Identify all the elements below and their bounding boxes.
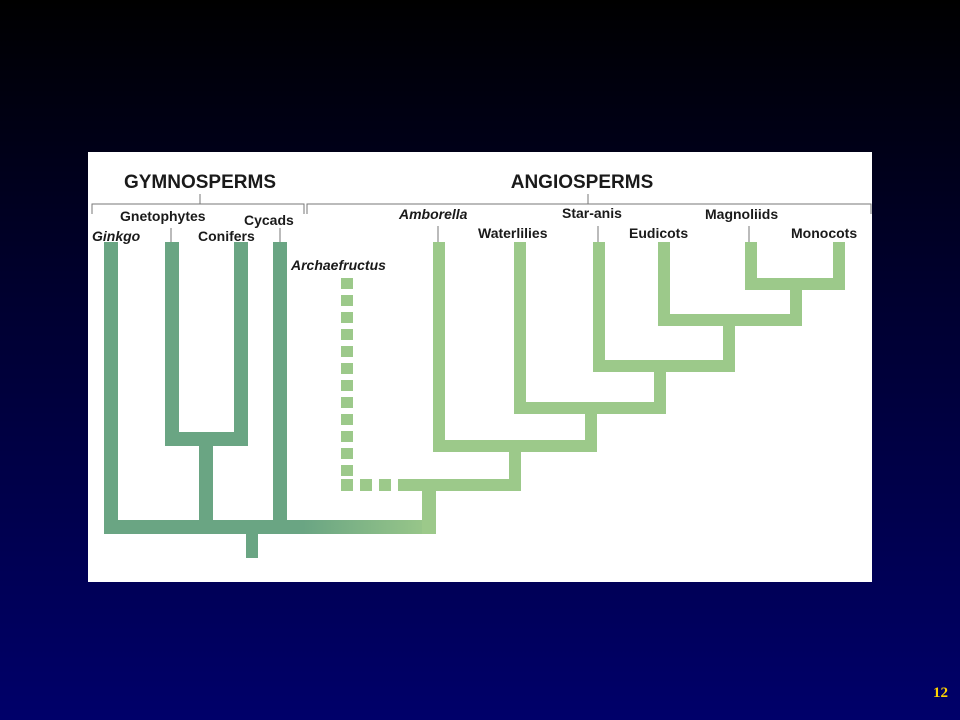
branch-waterlilies — [514, 242, 526, 414]
branch-angio-join — [410, 479, 521, 491]
branch-cycads — [273, 242, 287, 534]
branch-eudicots — [658, 242, 670, 326]
branch-eudicot-group-stem — [723, 320, 735, 372]
taxon-label-archaefructus: Archaefructus — [290, 257, 386, 273]
angiosperm-branches — [410, 242, 845, 534]
branch-amborella-join — [433, 440, 597, 452]
branch-star-anis — [593, 242, 605, 372]
branch-conifers — [234, 242, 248, 446]
branch-waterlilies-join — [514, 402, 666, 414]
taxon-label-gnetophytes: Gnetophytes — [120, 208, 206, 224]
taxon-label-eudicots: Eudicots — [629, 225, 688, 241]
taxon-label-star-anis: Star-anis — [562, 205, 622, 221]
taxon-label-monocots: Monocots — [791, 225, 857, 241]
branch-gneto-conifer-stem — [199, 432, 213, 534]
branch-mag-mono-stem — [790, 282, 802, 326]
branch-amborella — [433, 242, 445, 452]
label-connectors — [170, 226, 750, 242]
phylogenetic-tree: GYMNOSPERMS ANGIOSPERMS Ginkgo Gnetophyt… — [91, 172, 872, 558]
branch-angio-upper-stem — [509, 442, 521, 491]
branch-eudicots-join — [658, 314, 802, 326]
page-number: 12 — [933, 685, 948, 701]
branch-mag-mono-join — [745, 278, 845, 290]
base-branch — [104, 520, 436, 534]
branch-mesangio-stem — [654, 368, 666, 414]
taxon-label-conifers: Conifers — [198, 228, 255, 244]
branch-gnetophytes — [165, 242, 179, 446]
taxon-label-amborella: Amborella — [398, 206, 468, 222]
taxon-label-ginkgo: Ginkgo — [92, 228, 141, 244]
phylogeny-diagram: GYMNOSPERMS ANGIOSPERMS Ginkgo Gnetophyt… — [88, 152, 872, 582]
gymnosperms-label: GYMNOSPERMS — [124, 172, 276, 193]
branch-angio-stem — [422, 479, 436, 534]
taxon-label-magnoliids: Magnoliids — [705, 206, 778, 222]
angiosperms-label: ANGIOSPERMS — [511, 172, 654, 193]
taxon-label-waterlilies: Waterlilies — [478, 225, 548, 241]
branch-ginkgo — [104, 242, 118, 534]
gymnosperms-bracket — [91, 194, 305, 214]
angiosperms-bracket — [306, 194, 872, 214]
root-stem — [246, 528, 258, 558]
taxon-label-cycads: Cycads — [244, 212, 294, 228]
branch-star-anis-join — [593, 360, 735, 372]
branch-core-stem — [585, 406, 597, 452]
